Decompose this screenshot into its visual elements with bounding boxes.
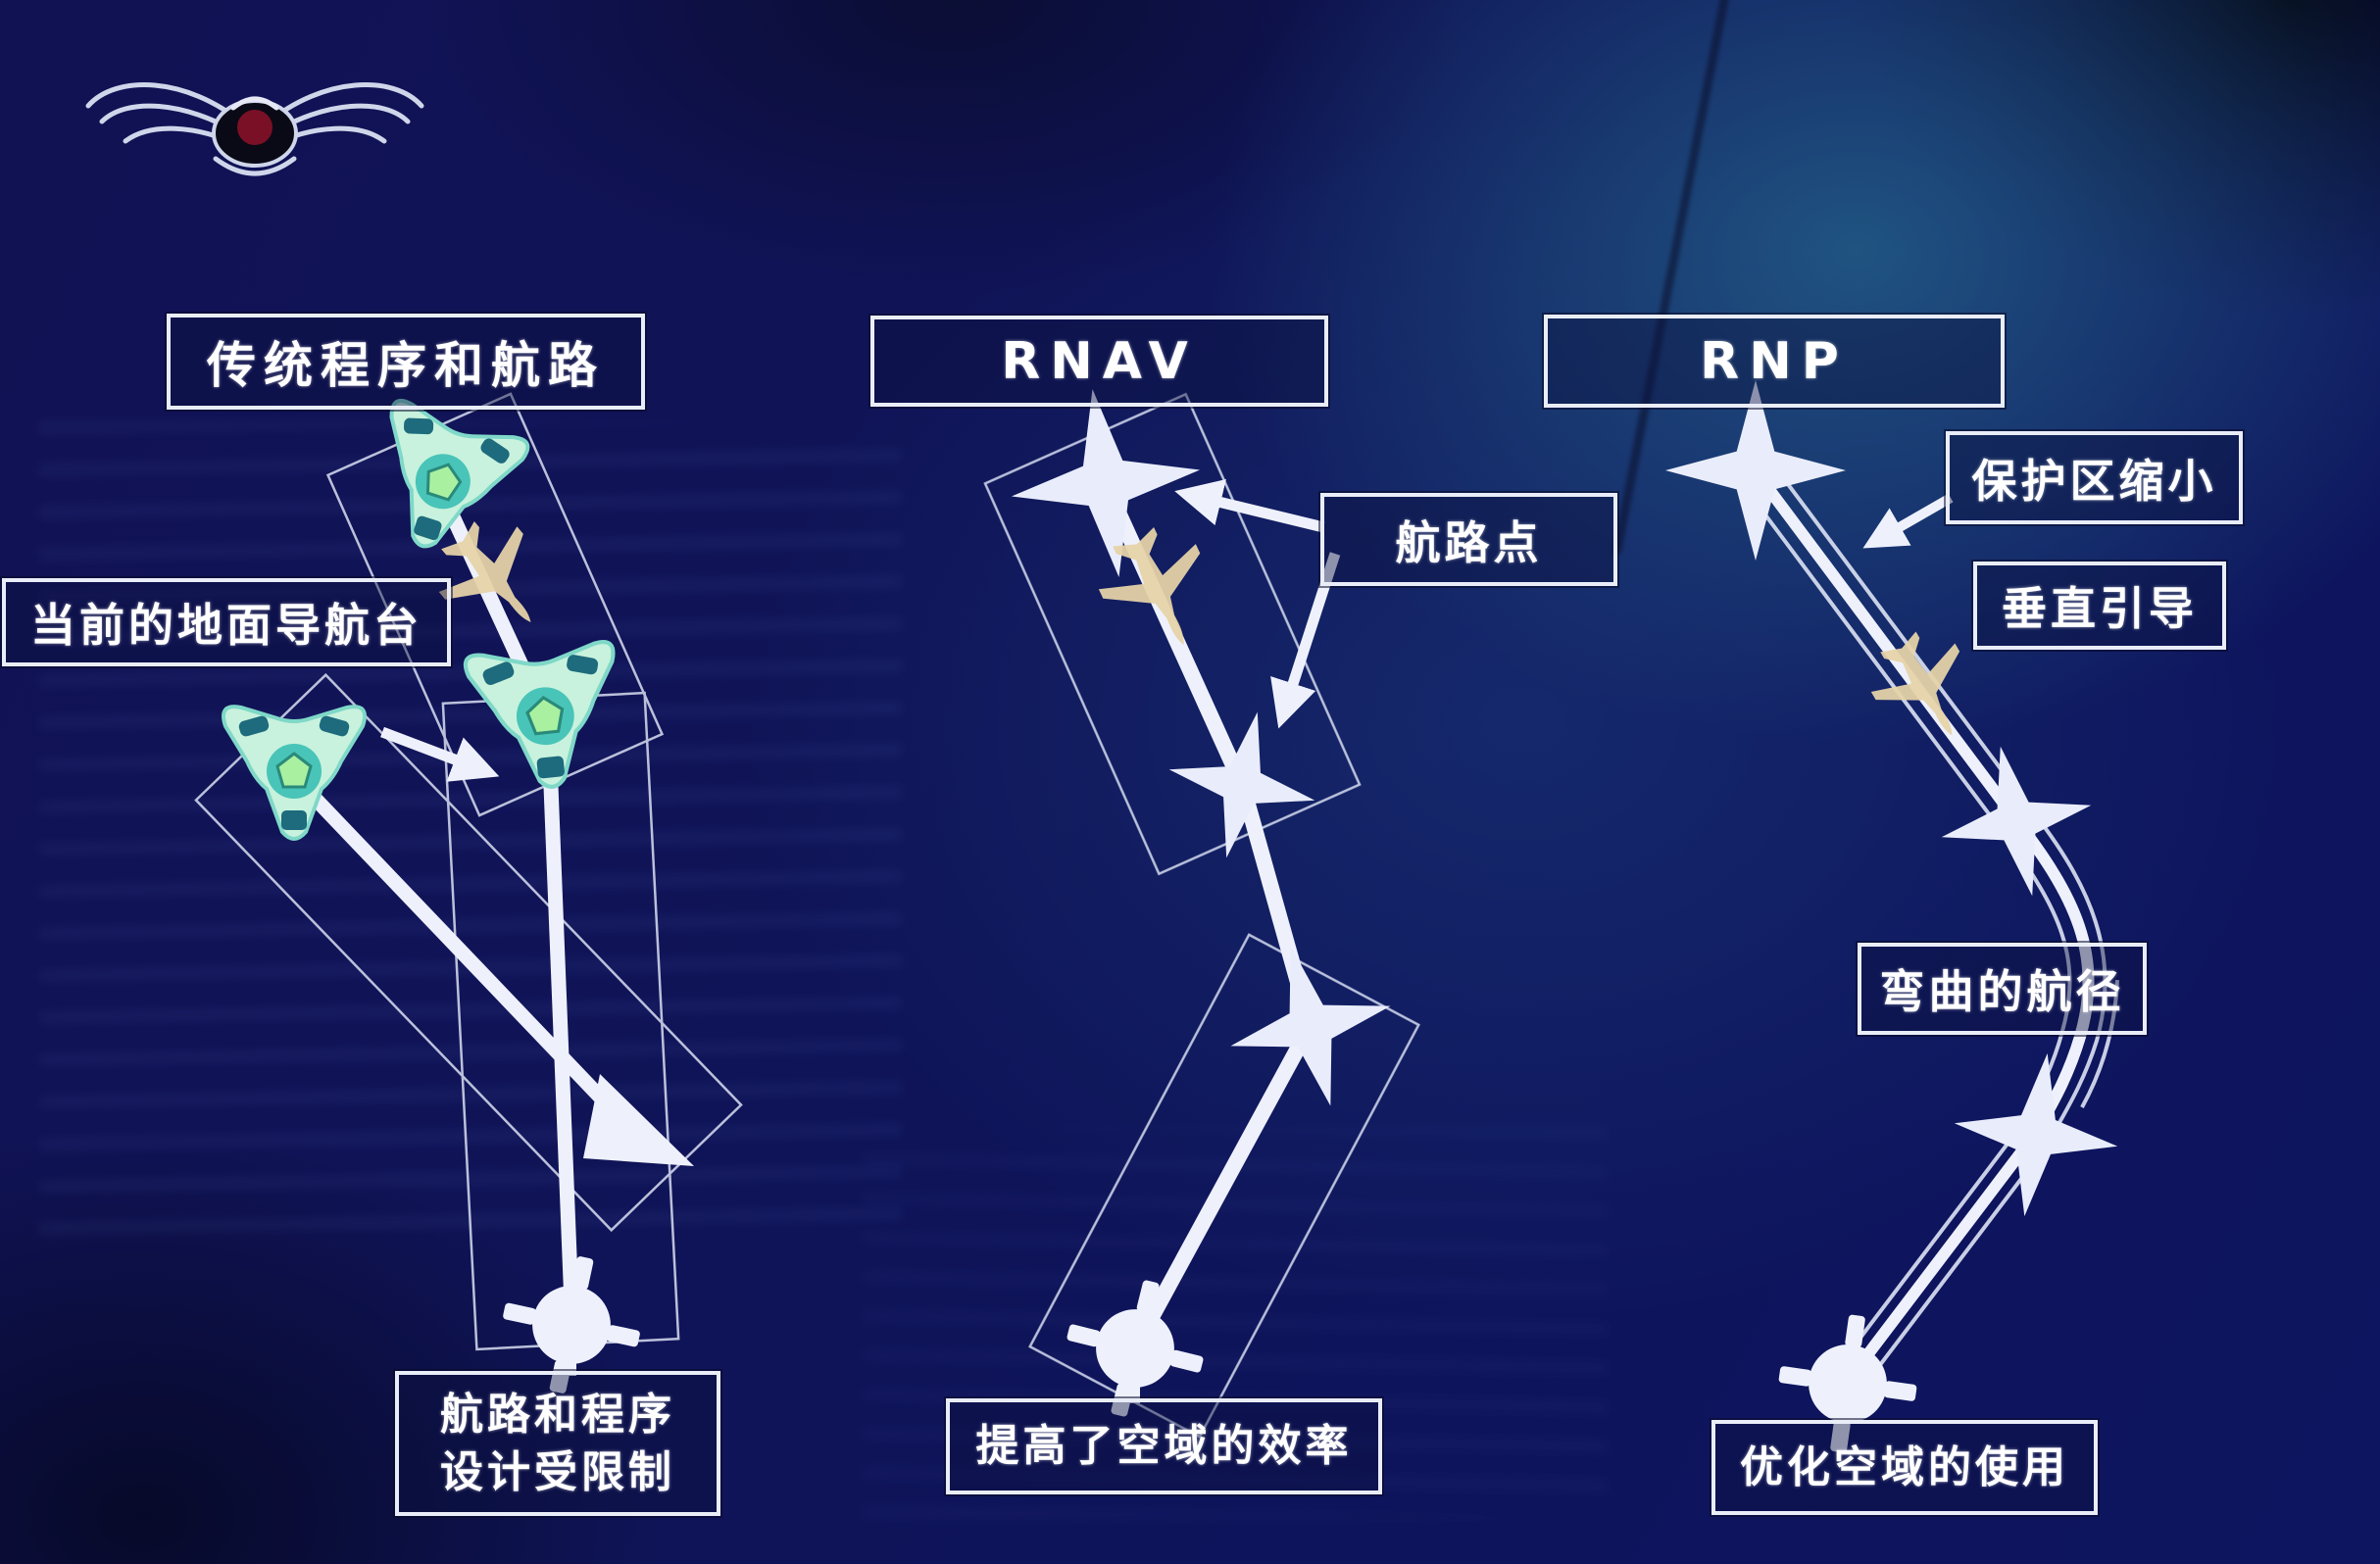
title-rnp: RNP xyxy=(1544,315,2005,408)
label-ground-station-text: 当前的地面导航台 xyxy=(30,599,422,652)
aviation-wings-logo-icon xyxy=(85,82,424,176)
waypoint-pointer-arrow xyxy=(1174,479,1325,533)
route-line xyxy=(1102,489,1315,1403)
label-waypoint: 航路点 xyxy=(1320,493,1617,586)
vor-ground-station-icon xyxy=(465,641,626,795)
label-waypoint-text: 航路点 xyxy=(1395,515,1543,569)
caption-traditional-line2: 设计受限制 xyxy=(440,1447,675,1497)
caption-traditional-line1: 航路和程序 xyxy=(440,1389,675,1440)
protection-zone-pointer-arrow xyxy=(1862,493,1954,549)
rnp-route-diagram xyxy=(1665,380,2129,1462)
caption-traditional: 航路和程序 设计受限制 xyxy=(395,1371,720,1516)
caption-rnp: 优化空域的使用 xyxy=(1711,1420,2098,1515)
label-vertical-guidance-text: 垂直引导 xyxy=(2002,582,2198,635)
title-traditional: 传统程序和航路 xyxy=(167,314,645,410)
route-arrowhead xyxy=(583,1074,694,1166)
label-vertical-guidance: 垂直引导 xyxy=(1973,562,2226,650)
title-rnp-text: RNP xyxy=(1700,331,1849,391)
label-curved-path-text: 弯曲的航径 xyxy=(1879,965,2125,1018)
title-rnav-text: RNAV xyxy=(1001,331,1198,391)
caption-rnp-text: 优化空域的使用 xyxy=(1740,1442,2069,1492)
rnav-route-diagram xyxy=(983,375,1420,1439)
waypoint-star-icon xyxy=(1153,696,1331,874)
label-protection-zone-text: 保护区缩小 xyxy=(1971,454,2217,508)
title-traditional-text: 传统程序和航路 xyxy=(207,337,605,394)
caption-rnav: 提高了空域的效率 xyxy=(946,1398,1382,1494)
vor-ground-station-icon xyxy=(353,396,532,570)
label-protection-zone: 保护区缩小 xyxy=(1946,431,2243,524)
waypoint-pointer-arrow xyxy=(1270,552,1341,729)
caption-rnav-text: 提高了空域的效率 xyxy=(975,1421,1353,1472)
label-curved-path: 弯曲的航径 xyxy=(1858,943,2147,1035)
traditional-route-diagram xyxy=(194,392,743,1407)
title-rnav: RNAV xyxy=(870,316,1328,407)
ground-station-pointer-arrow xyxy=(380,726,500,782)
label-ground-station: 当前的地面导航台 xyxy=(2,578,451,666)
